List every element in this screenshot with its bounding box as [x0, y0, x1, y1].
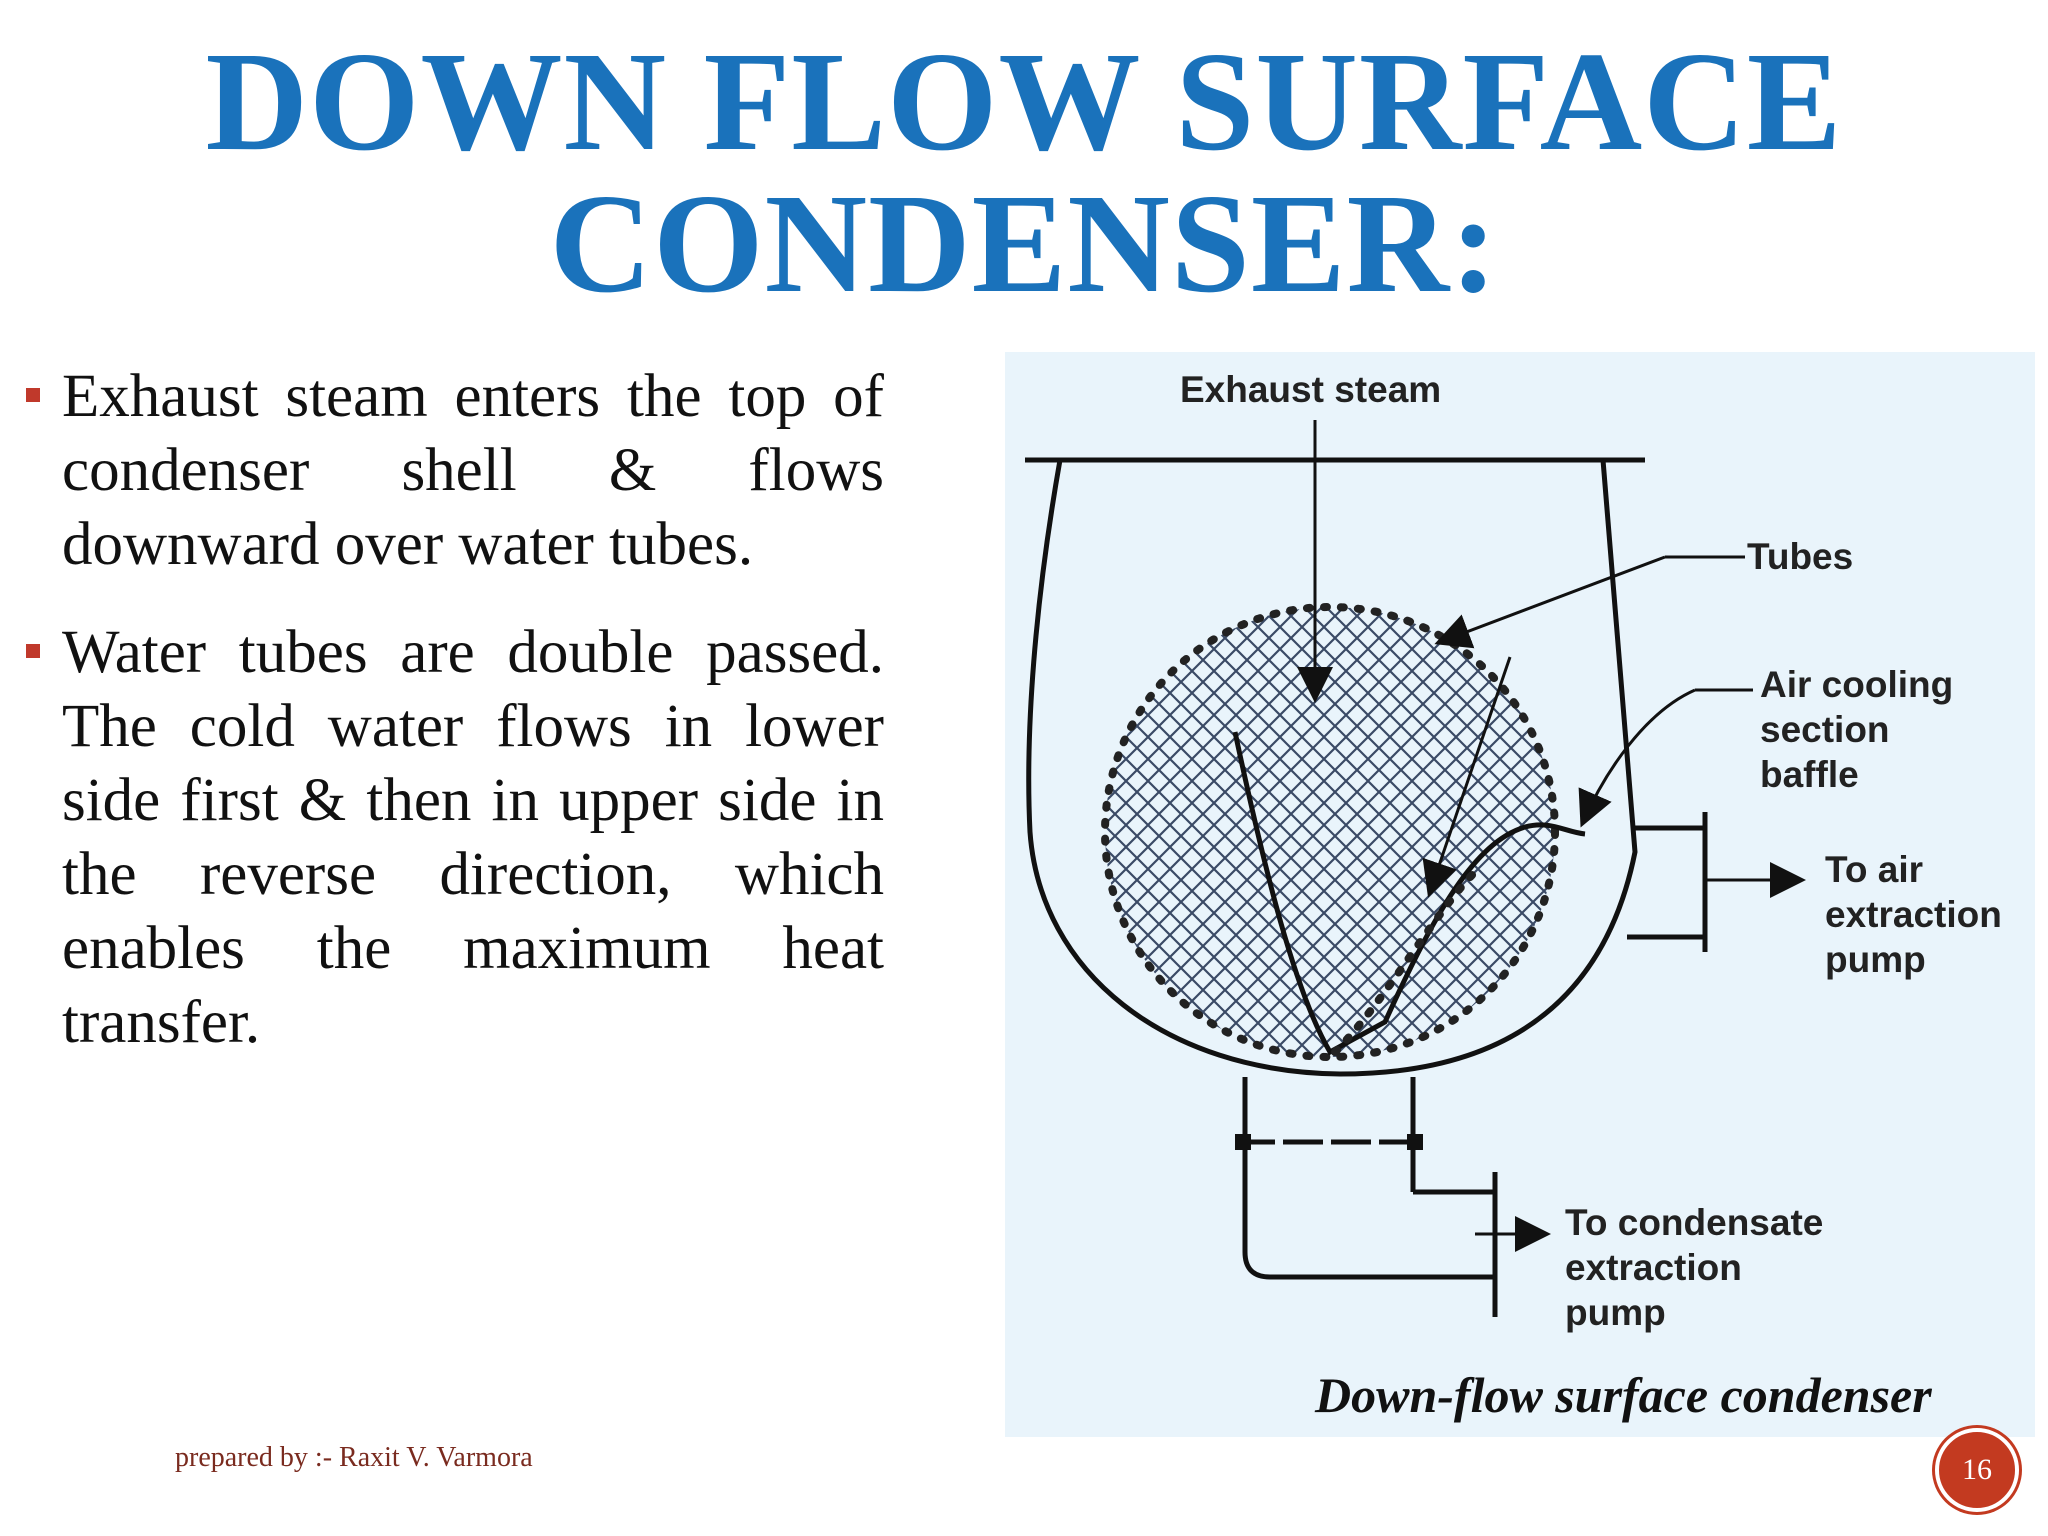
label-condensate-2: extraction [1565, 1247, 1742, 1288]
condenser-shell [1026, 459, 1638, 1077]
square-bullet-icon [26, 644, 40, 658]
bullet-item: Water tubes are double passed. The cold … [24, 616, 884, 1060]
slide-title-line-1: DOWN FLOW SURFACE [205, 22, 1843, 180]
label-air-cooling-3: baffle [1760, 754, 1859, 795]
tube-nest [1101, 603, 1586, 1061]
air-extraction-outlet [1627, 812, 1708, 952]
label-air-extraction-2: extraction [1825, 894, 2002, 935]
label-air-cooling-1: Air cooling [1760, 664, 1953, 705]
label-air-extraction-3: pump [1825, 939, 1926, 980]
label-air-cooling-2: section [1760, 709, 1890, 750]
slide-title-line-2: CONDENSER: [549, 164, 1499, 322]
condensate-outlet [1235, 1077, 1498, 1317]
page-number-badge: 16 [1935, 1428, 2019, 1512]
slide-title: DOWN FLOW SURFACE CONDENSER: [0, 30, 2048, 314]
condenser-diagram: Exhaust steam Tubes Air cooling section … [1005, 352, 2035, 1437]
footer-credit: prepared by :- Raxit V. Varmora [175, 1442, 533, 1473]
air-cooling-baffle [1232, 731, 1586, 1056]
bullet-list: Exhaust steam enters the top of condense… [24, 360, 884, 1094]
label-exhaust-steam: Exhaust steam [1180, 369, 1441, 410]
square-bullet-icon [26, 388, 40, 402]
label-air-extraction-1: To air [1825, 849, 1923, 890]
bullet-item: Exhaust steam enters the top of condense… [24, 360, 884, 582]
label-condensate-1: To condensate [1565, 1202, 1823, 1243]
bullet-text: Exhaust steam enters the top of condense… [62, 363, 884, 578]
label-condensate-3: pump [1565, 1292, 1666, 1333]
label-tubes: Tubes [1747, 536, 1853, 577]
bullet-text: Water tubes are double passed. The cold … [62, 619, 884, 1056]
diagram-caption: Down-flow surface condenser [1314, 1367, 1932, 1423]
